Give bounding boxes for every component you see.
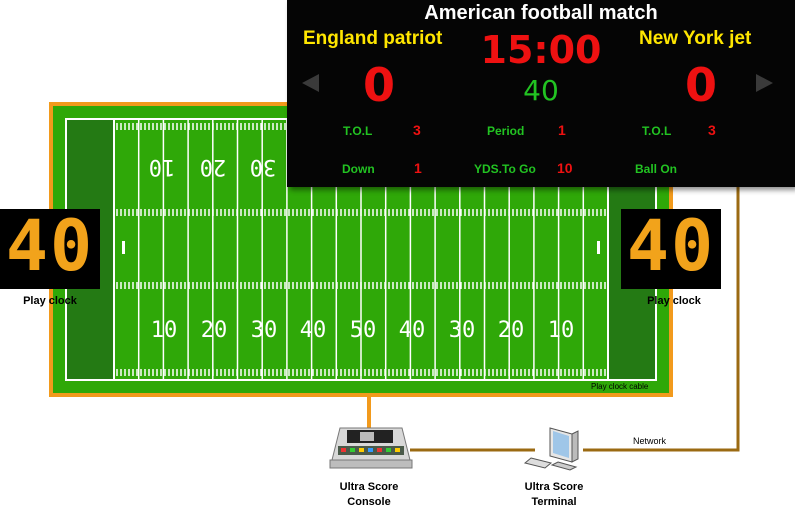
play-clock-right-value: 40 xyxy=(621,205,721,287)
console-label-line2: Console xyxy=(319,495,419,510)
terminal-label-line2: Terminal xyxy=(504,495,604,510)
terminal-label-line1: Ultra Score xyxy=(504,480,604,495)
yard-number: 30 xyxy=(251,318,278,343)
yds-to-go-label: YDS.To Go xyxy=(474,162,536,176)
period-label: Period xyxy=(487,124,524,138)
play-clock-left-value: 40 xyxy=(0,205,100,287)
goal-post-left xyxy=(122,241,125,254)
yard-number: 20 xyxy=(200,154,227,179)
yard-number: 20 xyxy=(498,318,525,343)
yard-number: 30 xyxy=(449,318,476,343)
triangle-right-icon xyxy=(756,74,773,92)
play-clock-left-label: Play clock xyxy=(0,295,100,307)
tol-away-value: 3 xyxy=(708,122,716,138)
console-device-icon xyxy=(330,428,412,468)
tol-home-label: T.O.L xyxy=(343,124,372,138)
yds-to-go-value: 10 xyxy=(557,160,573,176)
play-clock-left: 40 xyxy=(0,209,100,289)
yard-number: 30 xyxy=(250,154,277,179)
yard-numbers-bottom: 10 20 30 40 50 40 30 20 10 xyxy=(151,318,575,343)
down-value: 1 xyxy=(414,160,422,176)
play-clock-cable-label: Play clock cable xyxy=(591,382,649,391)
away-score: 0 xyxy=(685,58,717,112)
period-value: 1 xyxy=(558,122,566,138)
yard-number: 40 xyxy=(300,318,327,343)
console-label: Ultra Score Console xyxy=(319,480,419,510)
yard-number: 10 xyxy=(151,318,178,343)
scoreboard: American football match England patriot … xyxy=(287,0,795,187)
console-label-line1: Ultra Score xyxy=(319,480,419,495)
play-clock-right: 40 xyxy=(621,209,721,289)
yard-numbers-top: 10 20 30 xyxy=(149,154,277,179)
tol-home-value: 3 xyxy=(413,122,421,138)
scoreboard-title: American football match xyxy=(287,2,795,25)
yard-number: 20 xyxy=(201,318,228,343)
network-label: Network xyxy=(633,436,666,446)
yard-number: 50 xyxy=(350,318,377,343)
home-score: 0 xyxy=(363,58,395,112)
ball-on-label: Ball On xyxy=(635,162,677,176)
yard-number: 10 xyxy=(548,318,575,343)
play-clock-right-label: Play clock xyxy=(624,295,724,307)
goal-post-right xyxy=(597,241,600,254)
triangle-left-icon xyxy=(302,74,319,92)
down-label: Down xyxy=(342,162,375,176)
tol-away-label: T.O.L xyxy=(642,124,671,138)
yard-number: 40 xyxy=(399,318,426,343)
terminal-label: Ultra Score Terminal xyxy=(504,480,604,510)
yard-number: 10 xyxy=(149,154,176,179)
